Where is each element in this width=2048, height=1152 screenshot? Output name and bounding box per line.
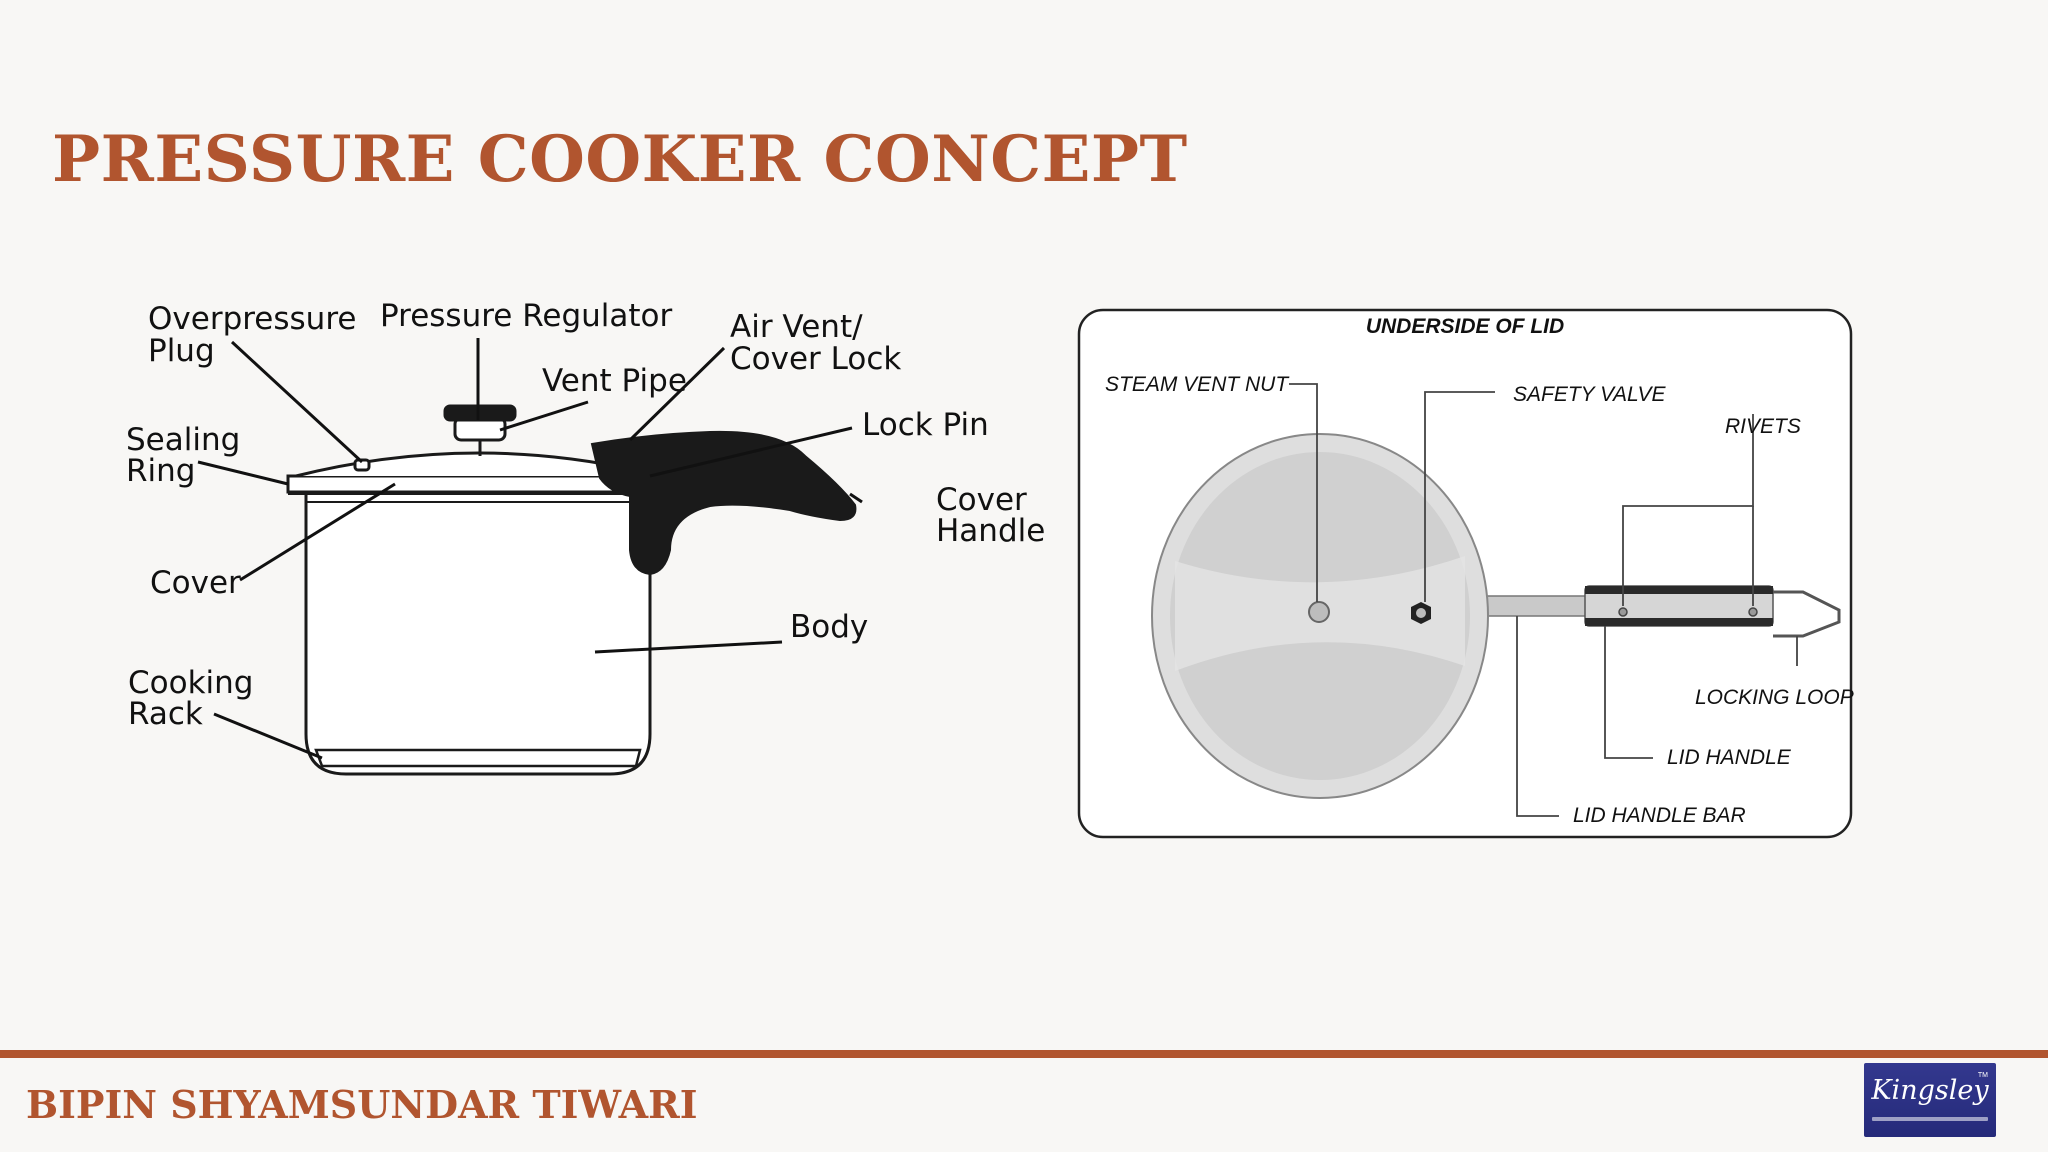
label-cover-lock: Cover Lock	[730, 341, 901, 377]
cooker-drawing	[286, 404, 670, 776]
pressure-cooker-diagram: Overpressure Plug Pressure Regulator Ven…	[126, 298, 1045, 776]
logo-trademark: TM	[1977, 1072, 1988, 1079]
label-sealing-ring-line2: Ring	[126, 453, 195, 489]
lid-underside-diagram: UNDERSIDE OF LID STEAM VENT NUT SAFETY	[1077, 308, 1854, 839]
label-cover-handle: Cover	[936, 482, 1027, 518]
label-cooking-rack-line2: Rack	[128, 696, 203, 732]
cover-handle-shape	[590, 430, 857, 576]
steam-vent-nut-shape	[1308, 601, 1330, 623]
lid-drawing	[1151, 433, 1841, 799]
label-sealing-ring: Sealing	[126, 422, 240, 458]
label-overpressure-plug-line2: Plug	[148, 333, 215, 369]
lid-heading: UNDERSIDE OF LID	[1366, 315, 1564, 338]
lid-leader-lines	[1289, 383, 1798, 817]
label-steam-vent-nut: STEAM VENT NUT	[1105, 373, 1290, 396]
cooker-leader-lines	[197, 338, 863, 760]
footer-divider	[0, 1050, 2048, 1058]
label-body: Body	[790, 609, 868, 645]
label-cover: Cover	[150, 565, 241, 601]
label-overpressure-plug: Overpressure	[148, 301, 356, 337]
rivet-2	[1748, 607, 1758, 617]
footer-author-name: BIPIN SHYAMSUNDAR TIWARI	[26, 1082, 698, 1127]
cooker-body-shape	[304, 492, 652, 776]
label-vent-pipe: Vent Pipe	[542, 363, 687, 399]
label-air-vent: Air Vent/	[730, 309, 863, 345]
label-rivets: RIVETS	[1725, 415, 1801, 438]
locking-loop-shape	[1773, 590, 1841, 638]
label-pressure-regulator: Pressure Regulator	[380, 298, 672, 334]
rivet-1	[1618, 607, 1628, 617]
logo-tagline-strip	[1872, 1117, 1988, 1121]
label-lid-handle: LID HANDLE	[1667, 746, 1792, 769]
lid-labels: STEAM VENT NUT SAFETY VALVE RIVETS LOCKI…	[1105, 373, 1854, 827]
label-cooking-rack: Cooking	[128, 665, 253, 701]
label-locking-loop: LOCKING LOOP	[1695, 686, 1854, 709]
label-cover-handle-line2: Handle	[936, 513, 1045, 549]
label-lid-handle-bar: LID HANDLE BAR	[1573, 804, 1746, 827]
logo-wordmark: Kingsley	[1871, 1075, 1989, 1106]
slide-title: PRESSURE COOKER CONCEPT	[52, 122, 1188, 197]
cooking-rack-shape	[314, 748, 642, 768]
label-lock-pin: Lock Pin	[862, 407, 989, 443]
cooker-labels: Overpressure Plug Pressure Regulator Ven…	[126, 298, 1045, 732]
label-safety-valve: SAFETY VALVE	[1513, 383, 1667, 406]
kingsley-logo: Kingsley TM	[1864, 1063, 1996, 1137]
